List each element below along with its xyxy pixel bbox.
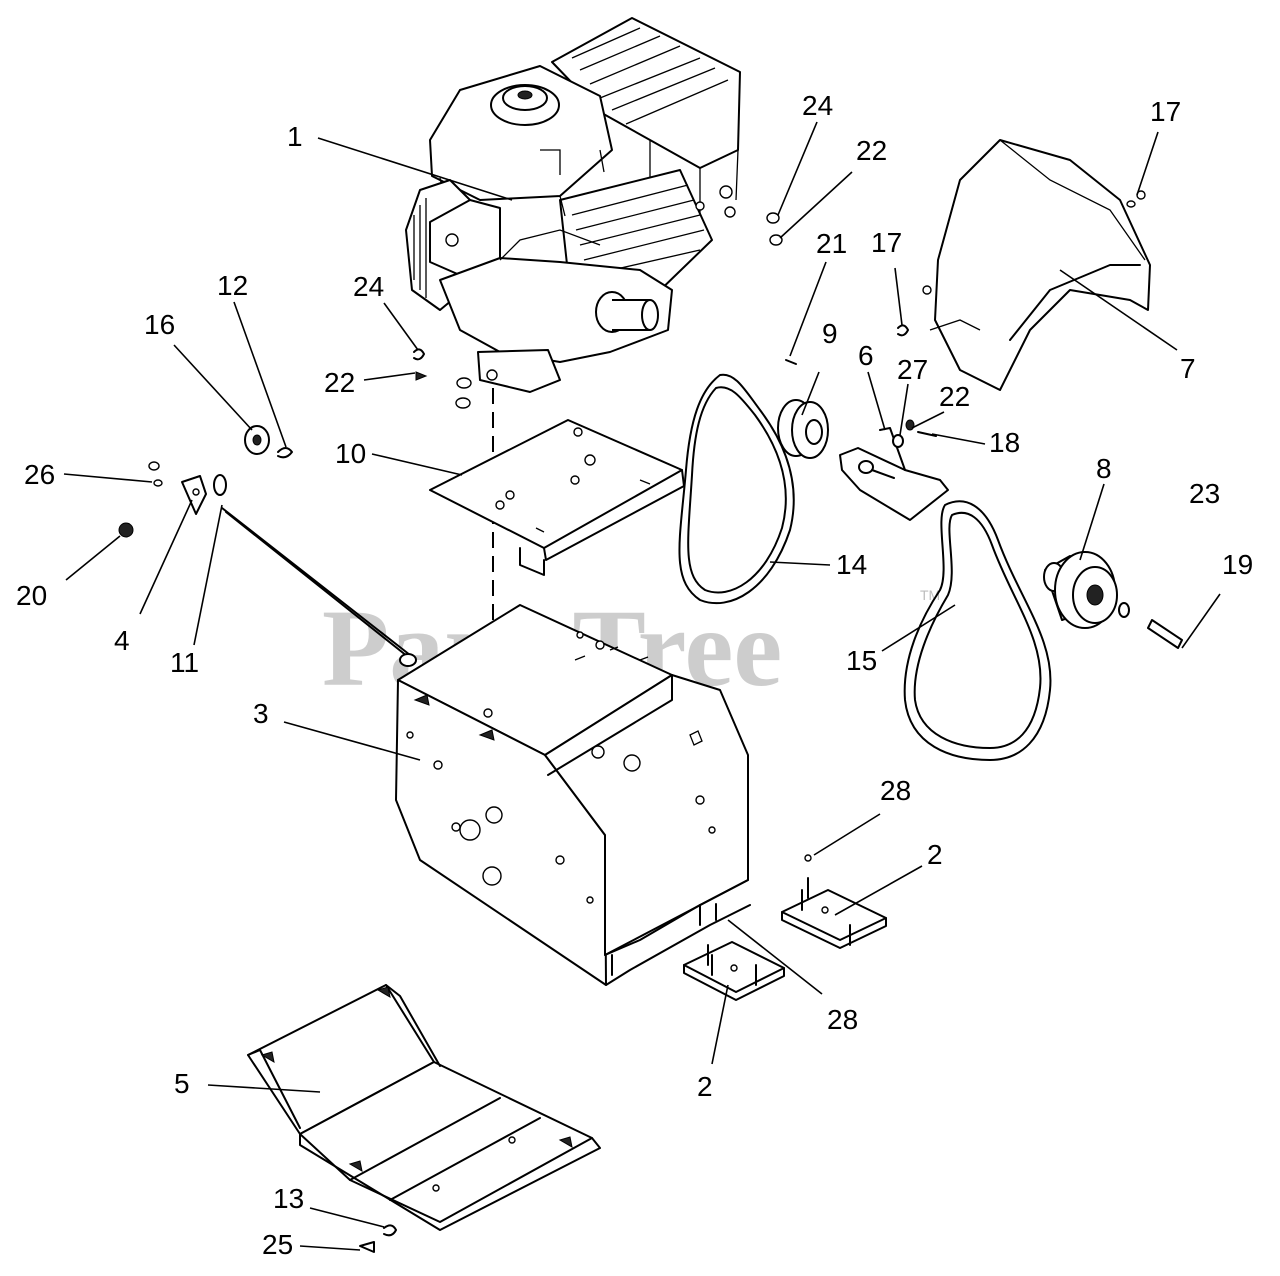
callout-18: 18	[989, 427, 1020, 458]
callout-27: 27	[897, 354, 928, 385]
callout-19: 19	[1222, 549, 1253, 580]
callout-26: 26	[24, 459, 55, 490]
hardware-22-24-left[interactable]	[413, 348, 472, 409]
callout-22: 22	[939, 381, 970, 412]
clip-12[interactable]	[277, 447, 293, 459]
callout-24: 24	[802, 90, 833, 121]
callout-3: 3	[253, 698, 269, 729]
callout-1: 1	[287, 121, 303, 152]
callout-2: 2	[927, 839, 943, 870]
callout-14: 14	[836, 549, 867, 580]
hardware-13-25[interactable]	[359, 1224, 397, 1253]
callout-12: 12	[217, 270, 248, 301]
callout-15: 15	[846, 645, 877, 676]
pulley-8[interactable]	[1043, 551, 1118, 629]
belt-14[interactable]	[678, 373, 795, 605]
callout-24: 24	[353, 271, 384, 302]
screw-26[interactable]	[148, 461, 163, 487]
callout-11: 11	[170, 647, 199, 678]
callout-17: 17	[1150, 96, 1181, 127]
callout-10: 10	[335, 438, 366, 469]
callout-9: 9	[822, 318, 838, 349]
callout-labels: 1 2 2 3 4 5 6 7 8 9 10 11 12 13 14 15 16…	[16, 90, 1253, 1260]
pin-21[interactable]	[785, 359, 797, 365]
skid-plate-2-left[interactable]	[683, 941, 785, 1001]
bolt-28[interactable]	[715, 854, 812, 921]
belt-cover-7[interactable]	[922, 139, 1151, 391]
callout-22: 22	[856, 135, 887, 166]
callout-25: 25	[262, 1229, 293, 1260]
callout-2: 2	[697, 1071, 713, 1102]
engine-mount-plate[interactable]	[429, 419, 685, 576]
callout-23: 23	[1189, 478, 1220, 509]
idler-arm-6[interactable]	[839, 427, 949, 521]
pulley-9[interactable]	[777, 399, 829, 459]
callout-7: 7	[1180, 353, 1196, 384]
washer-23[interactable]	[1118, 602, 1130, 618]
callout-5: 5	[174, 1068, 190, 1099]
callout-16: 16	[144, 309, 175, 340]
callout-22: 22	[324, 367, 355, 398]
callout-8: 8	[1096, 453, 1112, 484]
engine[interactable]	[405, 17, 741, 393]
leader-lines	[63, 121, 1221, 1251]
callout-20: 20	[16, 580, 47, 611]
frame[interactable]	[395, 604, 751, 986]
bushing-16[interactable]	[244, 425, 270, 455]
hardware-22-24-right[interactable]	[766, 212, 783, 246]
callout-13: 13	[273, 1183, 304, 1214]
callout-4: 4	[114, 625, 130, 656]
nut-20[interactable]	[118, 522, 134, 538]
callout-28: 28	[880, 775, 911, 806]
callout-28: 28	[827, 1004, 858, 1035]
belt-15[interactable]	[903, 500, 1052, 761]
skid-plate-2-right[interactable]	[781, 877, 887, 949]
bottom-cover-5[interactable]	[247, 984, 601, 1231]
callout-17: 17	[871, 227, 902, 258]
callout-6: 6	[858, 340, 874, 371]
control-cable[interactable]	[213, 474, 417, 667]
screw-17[interactable]	[897, 200, 1136, 337]
bracket-4[interactable]	[181, 475, 207, 515]
shaft-19[interactable]	[1147, 619, 1183, 649]
callout-21: 21	[816, 228, 847, 259]
